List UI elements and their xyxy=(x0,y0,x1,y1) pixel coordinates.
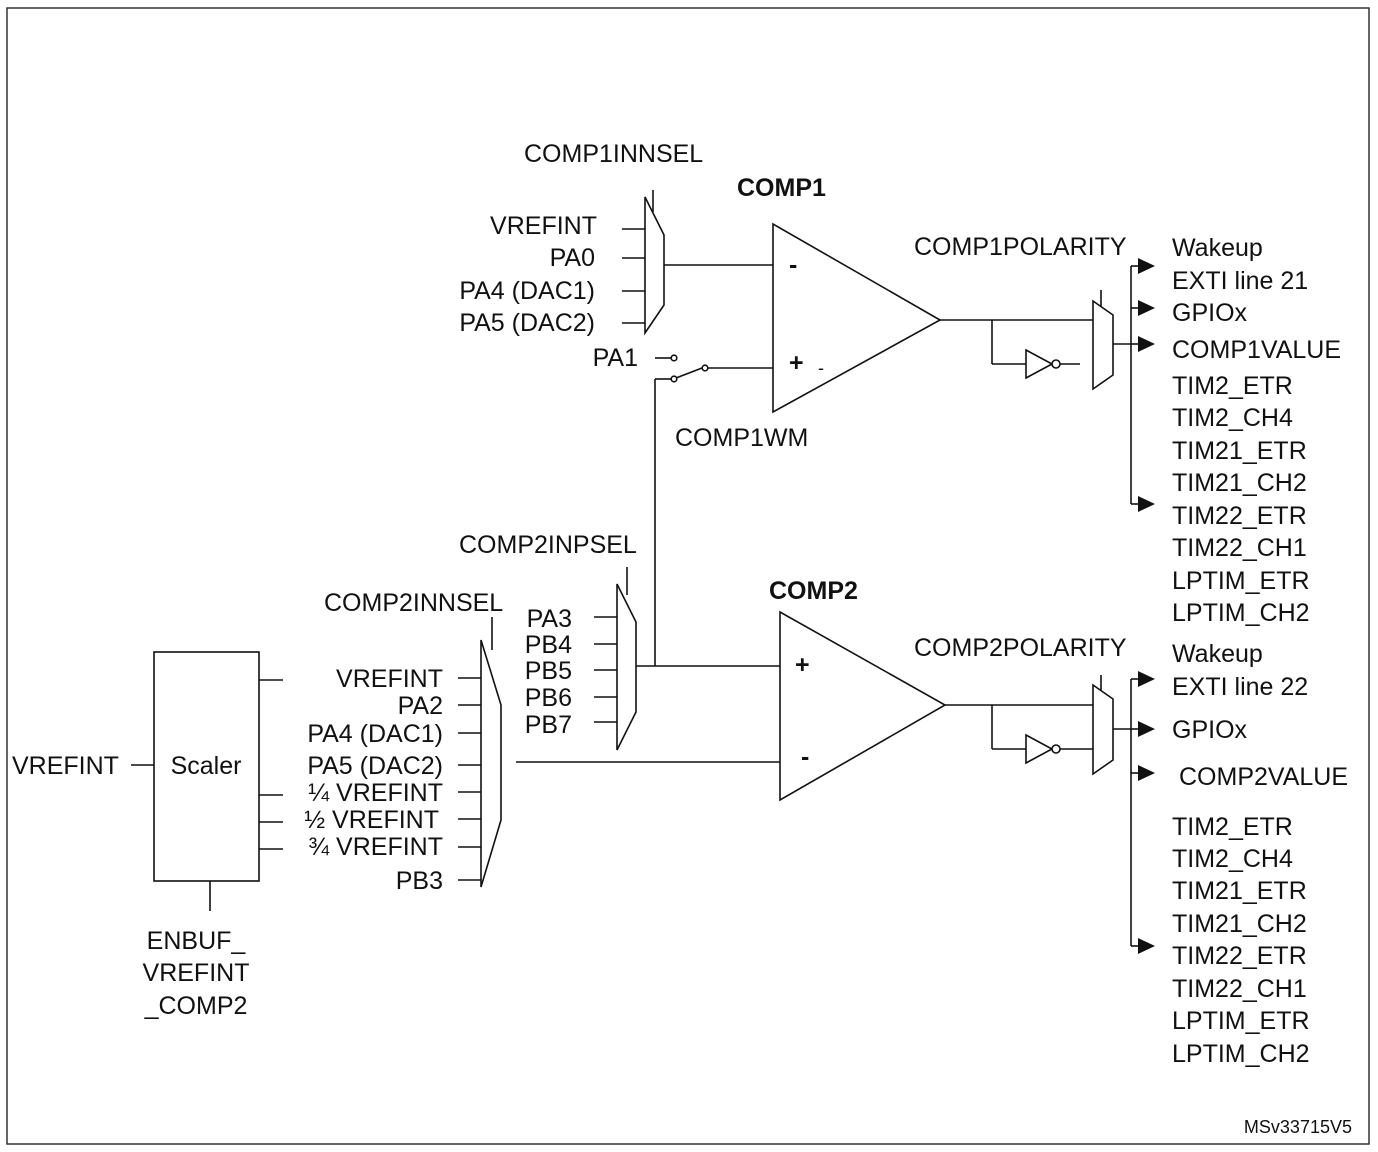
comp2-inm-input-pa5: PA5 (DAC2) xyxy=(307,752,443,780)
comp2-inm-input-three-quarter-vrefint: ¾ VREFINT xyxy=(308,833,443,861)
comp2-innsel-mux xyxy=(480,639,502,888)
comp1-pa1-label: PA1 xyxy=(593,344,638,372)
comp1-out-lptim-etr: LPTIM_ETR xyxy=(1172,567,1310,595)
comp2-out-gpiox: GPIOx xyxy=(1172,716,1248,744)
comp2-inverter xyxy=(1025,733,1054,765)
comp2-inverter-bubble xyxy=(1051,744,1061,754)
comp1-out-tim2-etr: TIM2_ETR xyxy=(1172,372,1293,400)
comp2-inp-input-pb7: PB7 xyxy=(525,711,572,739)
comp1-inverter-bubble xyxy=(1051,359,1061,369)
comp2-out-wakeup: Wakeup xyxy=(1172,640,1263,668)
comp2-out-tim2-etr: TIM2_ETR xyxy=(1172,813,1293,841)
comp2-out-exti: EXTI line 22 xyxy=(1172,673,1308,701)
comp2-polarity-label: COMP2POLARITY xyxy=(914,634,1127,662)
comp1-innsel-mux xyxy=(644,196,665,336)
comp1-out-tim22-ch1: TIM22_CH1 xyxy=(1172,534,1307,562)
comp1-out-tim22-etr: TIM22_ETR xyxy=(1172,502,1307,530)
comp2-comparator xyxy=(779,610,947,802)
comp2-inp-input-pb4: PB4 xyxy=(525,631,572,659)
comp2-inpsel-label: COMP2INPSEL xyxy=(459,531,637,559)
comp2-output-arrows xyxy=(1131,671,1155,954)
comp2-inp-input-pb5: PB5 xyxy=(525,657,572,685)
comp2-inp-input-stubs xyxy=(594,616,617,723)
scaler-enable-label-3: _COMP2 xyxy=(144,992,248,1020)
scaler-label: Scaler xyxy=(171,752,242,780)
comp1-inm-input-pa0: PA0 xyxy=(550,244,595,272)
figure-id: MSv33715V5 xyxy=(1244,1117,1352,1137)
comp1-inm-input-pa5: PA5 (DAC2) xyxy=(459,309,595,337)
comp1-out-tim21-etr: TIM21_ETR xyxy=(1172,437,1307,465)
comp1-comparator xyxy=(772,222,942,414)
wm-switch-pivot xyxy=(670,375,678,383)
comp2-inp-input-pb6: PB6 xyxy=(525,684,572,712)
comp1-out-wakeup: Wakeup xyxy=(1172,234,1263,262)
comp1-polarity-mux xyxy=(1092,299,1114,391)
comp1-inverter xyxy=(1025,348,1054,380)
comp1-inm-input-stubs xyxy=(622,228,645,324)
comp2-out-value: COMP2VALUE xyxy=(1179,763,1348,791)
scaler-output-stubs xyxy=(259,679,283,850)
comp1-hysteresis-sign: - xyxy=(818,358,824,378)
figure-frame xyxy=(6,7,1370,1145)
scaler-enable-label-1: ENBUF_ xyxy=(147,927,247,955)
scaler-enable-label-2: VREFINT xyxy=(143,959,250,987)
scaler-input-label: VREFINT xyxy=(12,752,119,780)
comp2-polarity-mux xyxy=(1092,683,1114,776)
comp2-inm-input-vrefint: VREFINT xyxy=(336,665,443,693)
comp2-plus-sign: + xyxy=(795,651,810,679)
comp2-innsel-label: COMP2INNSEL xyxy=(324,589,503,617)
comp1-wm-label: COMP1WM xyxy=(675,424,808,452)
comp2-inm-input-pb3: PB3 xyxy=(396,867,443,895)
comp2-out-tim2-ch4: TIM2_CH4 xyxy=(1172,845,1293,873)
comp2-out-lptim-etr: LPTIM_ETR xyxy=(1172,1007,1310,1035)
comp1-minus-sign: - xyxy=(789,251,797,279)
scaler-block xyxy=(153,651,260,882)
comp2-out-lptim-ch2: LPTIM_CH2 xyxy=(1172,1040,1310,1068)
comp1-out-tim21-ch2: TIM21_CH2 xyxy=(1172,469,1307,497)
comp2-out-tim21-ch2: TIM21_CH2 xyxy=(1172,910,1307,938)
comp2-inm-input-stubs xyxy=(458,677,481,881)
pa1-terminal xyxy=(670,354,678,362)
comp1-out-tim2-ch4: TIM2_CH4 xyxy=(1172,404,1293,432)
comp1-out-lptim-ch2: LPTIM_CH2 xyxy=(1172,599,1310,627)
comp2-inm-input-quarter-vrefint: ¼ VREFINT xyxy=(308,779,443,807)
comp1-inm-input-vrefint: VREFINT xyxy=(490,212,597,240)
comp1-output-arrows xyxy=(1131,258,1155,512)
wm-switch-contact xyxy=(701,364,709,372)
comp2-title: COMP2 xyxy=(769,577,858,605)
comp2-inpsel-mux xyxy=(616,583,637,751)
comp2-inm-input-pa4: PA4 (DAC1) xyxy=(307,720,443,748)
comp2-out-tim22-etr: TIM22_ETR xyxy=(1172,942,1307,970)
comp1-innsel-label: COMP1INNSEL xyxy=(524,140,703,168)
wm-switch-blade xyxy=(675,367,703,379)
comp2-inm-input-half-vrefint: ½ VREFINT xyxy=(304,806,439,834)
comp1-title: COMP1 xyxy=(737,174,826,202)
comp2-minus-sign: - xyxy=(801,743,809,771)
comp2-inp-input-pa3: PA3 xyxy=(527,605,572,633)
comp1-polarity-label: COMP1POLARITY xyxy=(914,233,1127,261)
comp1-inm-input-pa4: PA4 (DAC1) xyxy=(459,277,595,305)
comp1-out-gpiox: GPIOx xyxy=(1172,299,1248,327)
comp2-inm-input-pa2: PA2 xyxy=(398,692,443,720)
comp2-out-tim22-ch1: TIM22_CH1 xyxy=(1172,975,1307,1003)
comp1-out-value: COMP1VALUE xyxy=(1172,336,1341,364)
comp2-out-tim21-etr: TIM21_ETR xyxy=(1172,877,1307,905)
comp1-plus-sign: + xyxy=(789,349,804,377)
comp1-out-exti: EXTI line 21 xyxy=(1172,267,1308,295)
